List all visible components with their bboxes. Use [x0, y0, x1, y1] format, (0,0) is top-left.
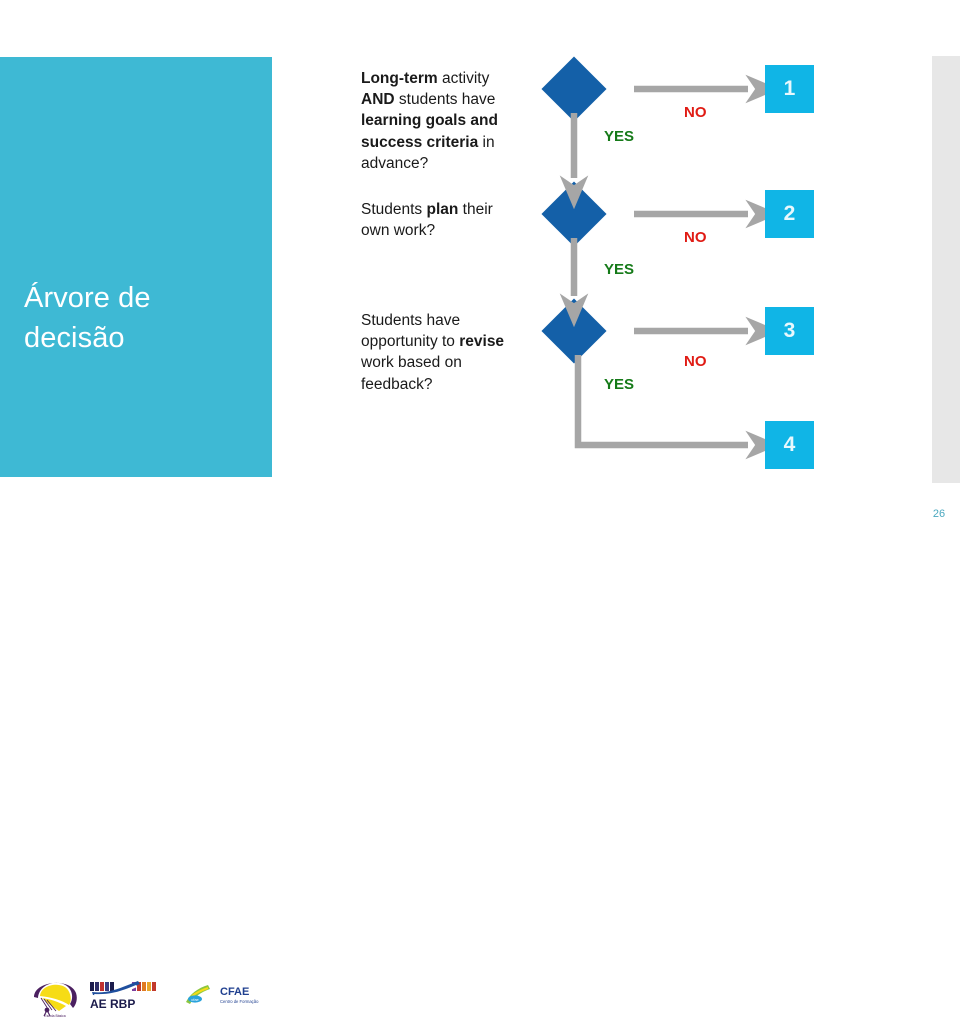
paraglider-logo: Escola Básica: [34, 982, 77, 1018]
svg-text:Centro de Formação: Centro de Formação: [220, 999, 259, 1004]
yes-label-3: YES: [604, 376, 635, 393]
yes-label-2: YES: [604, 261, 635, 278]
right-edge-band: [932, 56, 960, 483]
no-label-3: NO: [684, 353, 707, 370]
outcome-box-3: 3: [765, 307, 814, 355]
footer-logo-strip: Escola Básica AE RBP cfae CFAE Centro d: [0, 484, 400, 1018]
decision-diamond-1: [541, 56, 607, 122]
yes-label-1: YES: [604, 128, 635, 145]
svg-text:AE RBP: AE RBP: [90, 997, 135, 1011]
outcome-box-2: 2: [765, 190, 814, 238]
question-3-text: Students have opportunity to revise work…: [361, 312, 505, 393]
title-panel: Árvore de decisão: [0, 57, 272, 477]
outcome-box-1: 1: [765, 65, 814, 113]
slide: Árvore de decisão Long-term activity AND…: [0, 56, 960, 1018]
svg-text:Escola Básica: Escola Básica: [44, 1014, 65, 1018]
svg-text:cfae: cfae: [191, 997, 199, 1002]
svg-text:CFAE: CFAE: [220, 986, 249, 998]
cfae-logo: cfae CFAE Centro de Formação: [186, 985, 259, 1004]
outcome-box-4: 4: [765, 421, 814, 469]
page-number: 26: [932, 508, 946, 520]
decision-diamond-2: [541, 181, 607, 247]
no-label-2: NO: [684, 229, 707, 246]
no-label-1: NO: [684, 104, 707, 121]
page-title: Árvore de decisão: [24, 282, 151, 354]
decision-diamond-3: [541, 298, 607, 364]
question-1-text: Long-term activity AND students have lea…: [361, 70, 498, 172]
decision-tree-flowchart: Long-term activity AND students have lea…: [361, 56, 814, 469]
aerbp-logo: AE RBP: [90, 981, 156, 1011]
question-2-text: Students plan their own work?: [361, 201, 493, 240]
